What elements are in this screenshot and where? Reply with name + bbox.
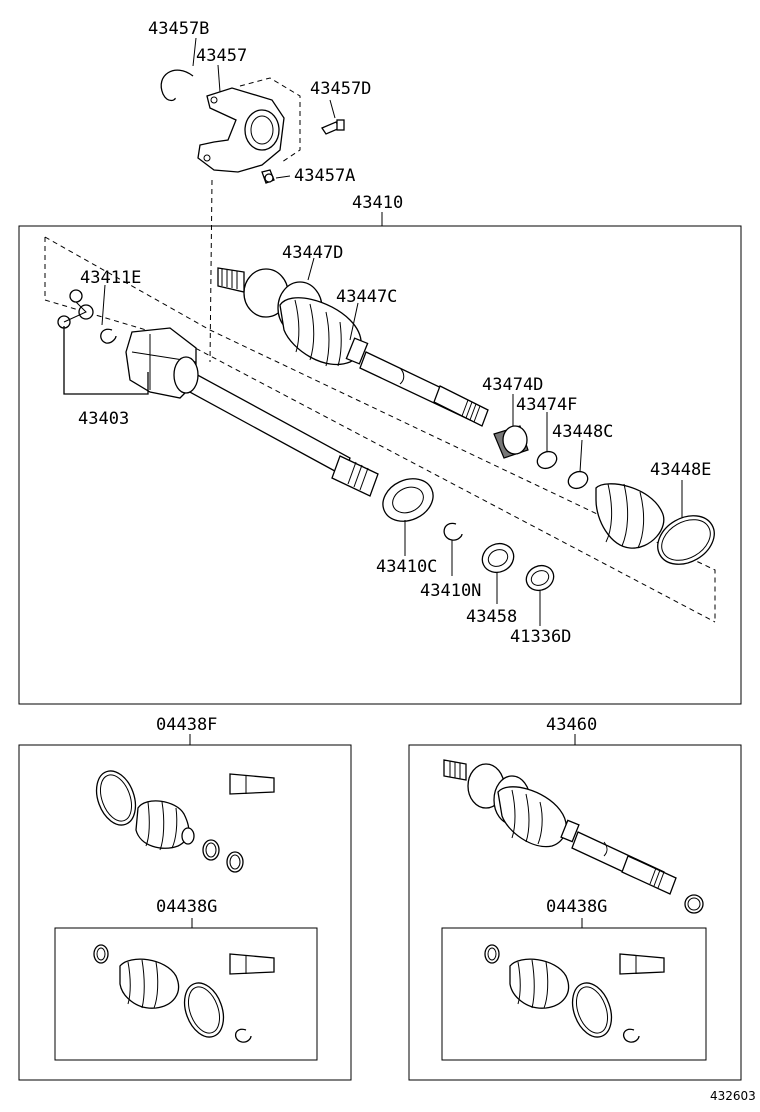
- label-43460: 43460: [546, 715, 597, 735]
- drive-shaft-assembly: [57, 212, 715, 626]
- snap-ring-43457B: [160, 69, 194, 102]
- drive-shaft-43460: [443, 734, 704, 1043]
- label-43403: 43403: [78, 409, 129, 429]
- bracket-43457: [197, 87, 285, 173]
- label-43458: 43458: [466, 607, 517, 627]
- label-04438F: 04438F: [156, 715, 217, 735]
- label-04438G-right: 04438G: [546, 897, 607, 917]
- label-43457A: 43457A: [294, 166, 355, 186]
- label-43448E: 43448E: [650, 460, 711, 480]
- label-43447D: 43447D: [282, 243, 343, 263]
- dashed-bracket-link: [209, 179, 213, 363]
- bearing-bracket-group: [160, 37, 345, 184]
- frame-04438G-left: [54, 927, 318, 1061]
- label-04438G-left: 04438G: [156, 897, 217, 917]
- label-43447C: 43447C: [336, 287, 397, 307]
- label-43474D: 43474D: [482, 375, 543, 395]
- label-43448C: 43448C: [552, 422, 613, 442]
- frame-04438F: [18, 744, 352, 1081]
- label-43457: 43457: [196, 46, 247, 66]
- frame-43410: [18, 225, 742, 705]
- label-43410C: 43410C: [376, 557, 437, 577]
- boot-kit-04438F: [93, 734, 275, 1043]
- label-43457B: 43457B: [148, 19, 209, 39]
- label-43410N: 43410N: [420, 581, 481, 601]
- frame-04438G-right: [441, 927, 707, 1061]
- label-43474F: 43474F: [516, 395, 577, 415]
- label-41336D: 41336D: [510, 627, 571, 647]
- label-43411E: 43411E: [80, 268, 141, 288]
- dashed-assembly-outline: [44, 236, 716, 623]
- label-43457D: 43457D: [310, 79, 371, 99]
- label-43410: 43410: [352, 193, 403, 213]
- diagram-id: 432603: [710, 1089, 756, 1103]
